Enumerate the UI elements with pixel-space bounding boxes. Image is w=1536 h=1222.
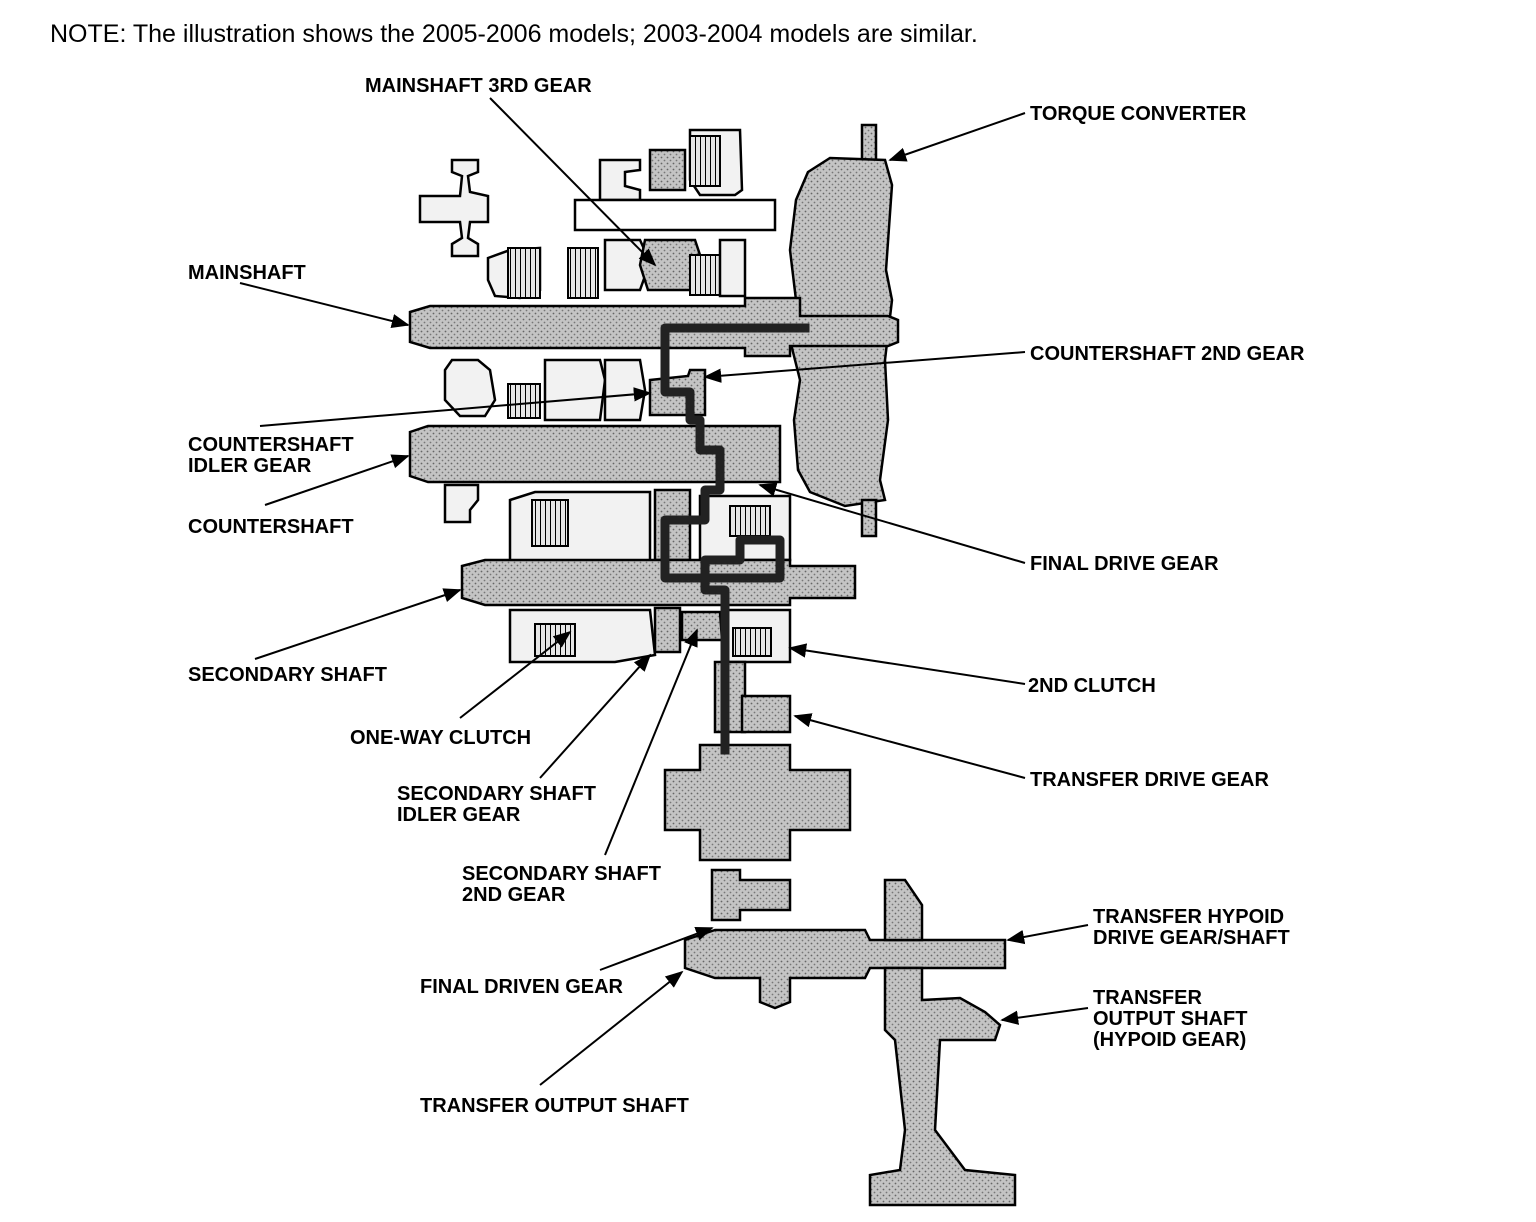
leader-one-way-clutch (459, 630, 572, 719)
leader-final-drive-gear (758, 482, 1026, 564)
secondary-shaft-assembly (443, 483, 857, 664)
countershaft (408, 424, 782, 484)
label-secondary-shaft: SECONDARY SHAFT (188, 664, 387, 686)
transfer-assembly (663, 660, 1017, 1207)
leader-secondary-shaft-idler-gear (539, 653, 652, 779)
label-torque-converter: TORQUE CONVERTER (1030, 103, 1247, 125)
leader-secondary-shaft (254, 588, 462, 660)
label-transfer-drive-gear: TRANSFER DRIVE GEAR (1030, 769, 1269, 791)
leader-secondary-shaft-2nd-gear (604, 628, 698, 856)
label-final-driven-gear: FINAL DRIVEN GEAR (420, 976, 624, 998)
leader-transfer-hypoid-drive-gear (1006, 924, 1089, 945)
label-one-way-clutch: ONE-WAY CLUTCH (350, 727, 531, 749)
leader-countershaft-idler-gear (259, 387, 652, 427)
leader-transfer-drive-gear (793, 713, 1026, 779)
leader-final-driven-gear (599, 926, 714, 971)
label-secondary-shaft-idler-gear-line2: IDLER GEAR (397, 804, 521, 826)
leader-2nd-clutch (788, 643, 1026, 685)
label-secondary-shaft-2nd-gear-line1: SECONDARY SHAFT (462, 863, 661, 885)
label-transfer-output-hypoid-line1: TRANSFER (1093, 987, 1202, 1009)
leader-countershaft (264, 454, 410, 506)
label-transfer-hypoid-line1: TRANSFER HYPOID (1093, 906, 1284, 928)
mainshaft-upper-assembly (418, 128, 777, 300)
label-transfer-hypoid-line2: DRIVE GEAR/SHAFT (1093, 927, 1290, 949)
label-countershaft-idler-gear-line1: COUNTERSHAFT (188, 434, 354, 456)
leader-mainshaft-3rd-gear (489, 97, 657, 267)
leader-countershaft-2nd-gear (703, 351, 1026, 383)
leader-mainshaft (239, 282, 410, 329)
label-transfer-output-hypoid-line3: (HYPOID GEAR) (1093, 1029, 1246, 1051)
label-transfer-output-hypoid-line2: OUTPUT SHAFT (1093, 1008, 1247, 1030)
part-labels: MAINSHAFT 3RD GEAR TORQUE CONVERTER MAIN… (188, 75, 1305, 1117)
page-note: NOTE: The illustration shows the 2005-20… (50, 20, 978, 48)
power-flow-path (660, 323, 810, 755)
leader-torque-converter (888, 112, 1026, 162)
label-countershaft-2nd-gear: COUNTERSHAFT 2ND GEAR (1030, 343, 1305, 365)
label-secondary-shaft-2nd-gear-line2: 2ND GEAR (462, 884, 566, 906)
label-secondary-shaft-idler-gear-line1: SECONDARY SHAFT (397, 783, 596, 805)
label-countershaft-idler-gear-line2: IDLER GEAR (188, 455, 312, 477)
leader-transfer-output-shaft (539, 970, 684, 1086)
leader-transfer-output-hypoid-gear (1000, 1007, 1089, 1025)
leader-lines (239, 97, 1089, 1086)
label-mainshaft-3rd-gear: MAINSHAFT 3RD GEAR (365, 75, 592, 97)
label-2nd-clutch: 2ND CLUTCH (1028, 675, 1156, 697)
label-final-drive-gear: FINAL DRIVE GEAR (1030, 553, 1219, 575)
label-countershaft: COUNTERSHAFT (188, 516, 354, 538)
countershaft-gear-set (443, 358, 707, 422)
label-mainshaft: MAINSHAFT (188, 262, 306, 284)
mainshaft (408, 296, 900, 358)
label-transfer-output-shaft: TRANSFER OUTPUT SHAFT (420, 1095, 689, 1117)
